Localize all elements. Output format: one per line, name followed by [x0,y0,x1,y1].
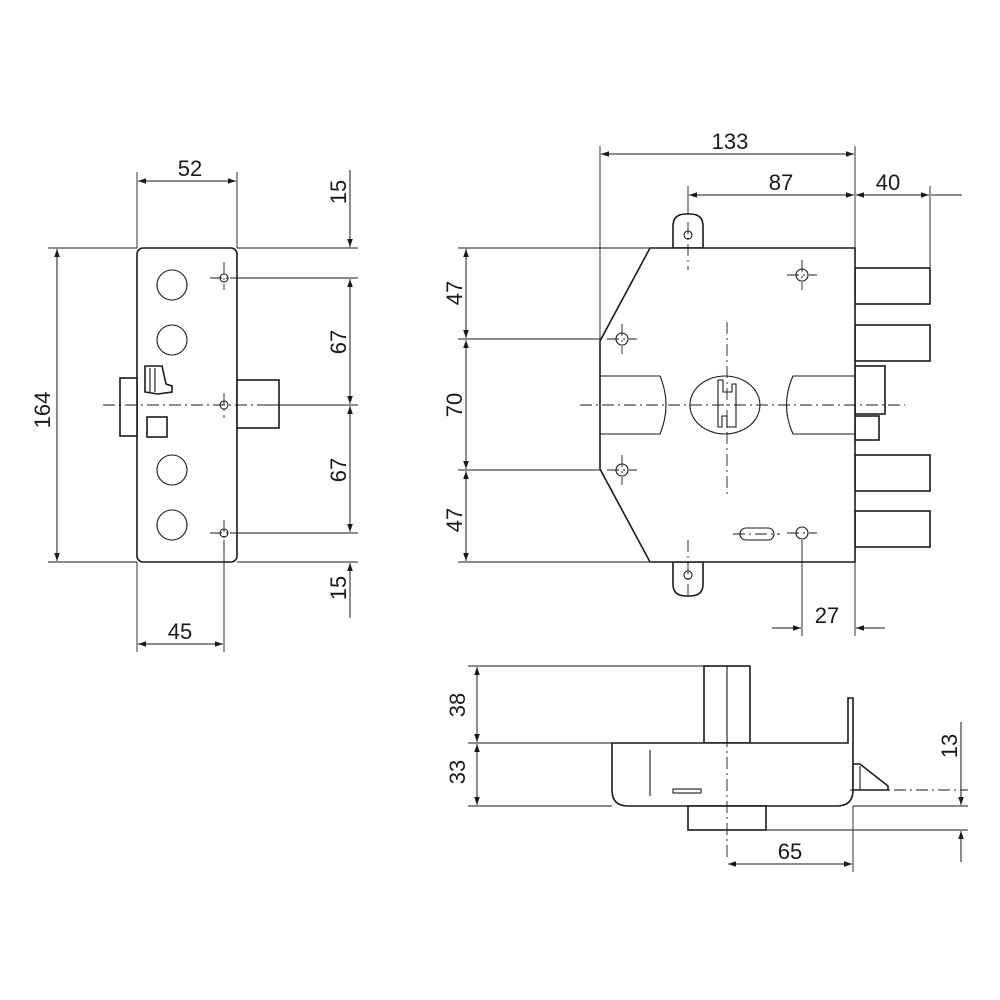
bolt-3 [854,454,931,492]
latch-slot [672,788,702,794]
dim-side-body-to-bolt: 87 [769,170,793,195]
dim-side-hole-offset: 27 [815,603,839,628]
front-view: 52 164 45 15 67 67 15 [30,156,358,652]
dim-top-bolt-offset: 65 [778,839,802,864]
dim-front-bottom-offset: 45 [168,619,192,644]
dim-front-top-margin: 15 [326,180,351,204]
latch-block [146,416,168,438]
faceplate-hole-4 [156,509,188,541]
latch-cam [144,365,173,395]
bolt-4 [854,510,931,548]
dim-front-lower-pitch: 67 [326,458,351,482]
dim-front-upper-pitch: 67 [326,330,351,354]
bolt-2 [854,324,931,362]
dim-front-width: 52 [178,156,202,181]
cam-profile [717,379,737,428]
left-slot [600,375,667,435]
dim-side-upper: 47 [442,281,467,305]
dim-top-latch: 13 [937,734,962,758]
bolt-1 [854,267,931,305]
dim-side-middle: 70 [442,393,467,417]
latch-bolt [854,365,886,415]
faceplate-hole-2 [156,324,188,356]
dim-front-height: 164 [30,392,55,429]
deadlatch [854,415,880,441]
latch-tongue [852,763,889,791]
bolt-stub [236,379,280,429]
dim-side-width: 133 [712,129,749,154]
dim-side-lower: 47 [442,508,467,532]
latch-housing [119,377,138,437]
dim-side-bolt-throw: 40 [876,170,900,195]
faceplate-hole-1 [156,269,188,301]
faceplate-hole-3 [156,454,188,486]
dim-top-case-depth: 33 [445,760,470,784]
side-view: 133 87 40 47 70 47 27 [442,129,962,636]
cylinder-cutout [689,375,761,435]
dim-front-bottom-margin: 15 [326,576,351,600]
dim-top-cylinder-projection: 38 [445,693,470,717]
top-view: 38 33 65 13 [445,665,968,872]
